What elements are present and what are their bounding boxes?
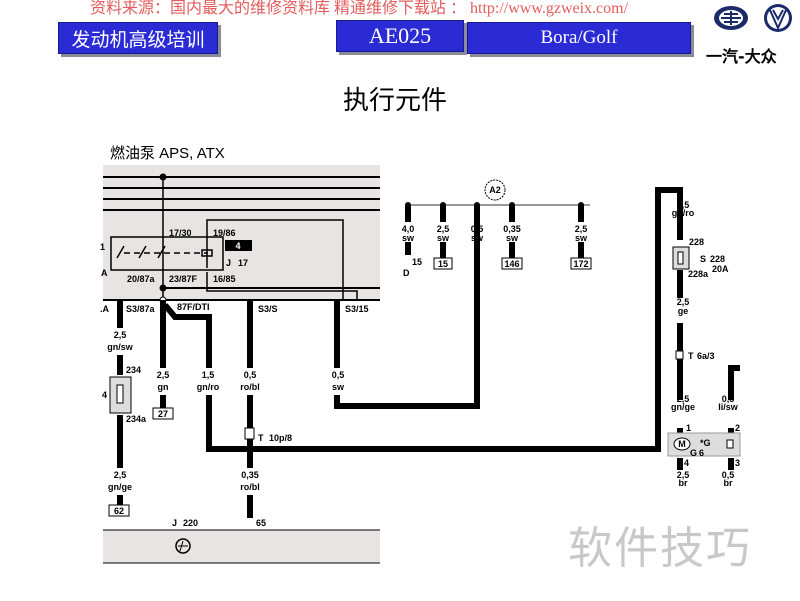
wire-size: 2,5 bbox=[157, 370, 170, 380]
vw-logo-icon bbox=[764, 4, 792, 32]
wire-color: gn/ge bbox=[108, 482, 132, 492]
ecu-pin: 65 bbox=[256, 518, 266, 528]
wire-color: ge bbox=[678, 306, 689, 316]
wire-size: 4,0 bbox=[402, 224, 415, 234]
fuse-sub: 228 bbox=[710, 254, 725, 264]
wire-size: 2,5 bbox=[437, 224, 450, 234]
wire-size: 2,5 bbox=[677, 297, 690, 307]
connector-sub: 6a/3 bbox=[697, 351, 715, 361]
fuse-label: S bbox=[700, 254, 706, 264]
wire-size: 1,5 bbox=[202, 370, 215, 380]
fuse-pin: 228a bbox=[688, 269, 709, 279]
wire-size: 2,5 bbox=[114, 470, 127, 480]
relay-pin: 17/30 bbox=[169, 228, 192, 238]
bus-label: S3/S bbox=[258, 304, 278, 314]
terminal-label: 172 bbox=[573, 259, 588, 269]
bus-label: S3/15 bbox=[345, 304, 369, 314]
fuse-rating: 20A bbox=[712, 264, 729, 274]
relay-sub: 17 bbox=[238, 258, 248, 268]
wire-size: 1,5 bbox=[677, 200, 690, 210]
terminal-label: 62 bbox=[114, 506, 124, 516]
wire-color: sw bbox=[575, 233, 588, 243]
pin-label: 4 bbox=[684, 458, 689, 468]
code-box: AE025 bbox=[336, 20, 464, 52]
wire-size: 0,35 bbox=[241, 470, 259, 480]
relay-pin: 23/87F bbox=[169, 274, 198, 284]
g6-label: G bbox=[690, 448, 697, 458]
fuse-pin: 228 bbox=[689, 237, 704, 247]
course-title-box: 发动机高级培训 bbox=[58, 22, 218, 54]
wire-color: li/sw bbox=[718, 402, 739, 412]
wire-size: 2,5 bbox=[677, 394, 690, 404]
fuse-pin: 234a bbox=[126, 414, 147, 424]
brand-text: 一汽-大众 bbox=[706, 47, 777, 66]
wire-size: 2,5 bbox=[114, 330, 127, 340]
terminal-label: 27 bbox=[158, 409, 168, 419]
bus-label: 87F/DTI bbox=[177, 302, 210, 312]
g6-sub: 6 bbox=[699, 448, 704, 458]
relay-label: J bbox=[226, 258, 231, 268]
wire-color: sw bbox=[332, 382, 345, 392]
wire-size: 0,5 bbox=[244, 370, 257, 380]
bus-label: S3/87a bbox=[126, 304, 156, 314]
wire-color: gn/ge bbox=[671, 402, 695, 412]
g-label: *G bbox=[700, 438, 711, 448]
ecu-symbol-icon bbox=[175, 538, 191, 554]
wire-size: 0,5 bbox=[332, 370, 345, 380]
ecu-label: J bbox=[172, 518, 177, 528]
wire-color: gn/ro bbox=[197, 382, 220, 392]
sensor-icon bbox=[726, 439, 734, 449]
wire-color: br bbox=[724, 478, 733, 488]
wire-color: sw bbox=[506, 233, 519, 243]
d-label: D bbox=[403, 268, 410, 278]
wire-size: 0,5 bbox=[722, 394, 735, 404]
terminal-label: 146 bbox=[504, 259, 519, 269]
fuse-pin: 234 bbox=[126, 365, 141, 375]
wire-color: sw bbox=[471, 233, 484, 243]
relay-mark: A bbox=[101, 268, 108, 278]
wire-color: gn/sw bbox=[107, 342, 134, 352]
connector-sub: 10p/8 bbox=[269, 433, 292, 443]
relay-pin: 19/86 bbox=[213, 228, 236, 238]
ecu-sub: 220 bbox=[183, 518, 198, 528]
diagram-subtitle: 燃油泵 APS, ATX bbox=[110, 145, 225, 162]
relay-badge: 4 bbox=[235, 241, 240, 251]
faw-logo-icon bbox=[714, 6, 748, 30]
pin-label: 2 bbox=[735, 423, 740, 433]
model-box: Bora/Golf bbox=[467, 22, 691, 54]
pin-label: 1 bbox=[686, 423, 691, 433]
relay-pin: 20/87a bbox=[127, 274, 156, 284]
wire-color: sw bbox=[437, 233, 450, 243]
terminal-label: 15 bbox=[438, 259, 448, 269]
wire-size: 0,35 bbox=[503, 224, 521, 234]
motor-icon bbox=[673, 437, 691, 451]
connector-label: T bbox=[688, 351, 694, 361]
wire-color: sw bbox=[402, 233, 415, 243]
wire-color: gn bbox=[158, 382, 169, 392]
pin-label: 3 bbox=[735, 458, 740, 468]
connector-label: T bbox=[258, 433, 264, 443]
bus-label: .A bbox=[100, 304, 110, 314]
page-title: 执行元件 bbox=[342, 86, 447, 116]
wire-size: 0,5 bbox=[471, 224, 484, 234]
connector-icon bbox=[244, 427, 255, 440]
wire-size: 2,5 bbox=[575, 224, 588, 234]
corner-watermark: 软件技巧 bbox=[568, 523, 752, 574]
motor-label: M bbox=[678, 439, 686, 449]
watermark-text: 资料来源：国内最大的维修资料库 精通维修下载站 ： http://www.gzw… bbox=[90, 0, 629, 17]
wire-color: ro/bl bbox=[240, 482, 260, 492]
a2-label: A2 bbox=[489, 185, 501, 195]
wire-color: ro/bl bbox=[240, 382, 260, 392]
relay-pin: 16/85 bbox=[213, 274, 236, 284]
wire-color: gn/ro bbox=[672, 208, 695, 218]
fuse-mark: 4 bbox=[102, 390, 107, 400]
d-pin: 15 bbox=[412, 257, 422, 267]
connector-icon bbox=[675, 350, 684, 360]
wire-size: 0,5 bbox=[722, 470, 735, 480]
wire-size: 2,5 bbox=[677, 470, 690, 480]
relay-mark: 1 bbox=[100, 242, 105, 252]
wire-color: br bbox=[679, 478, 688, 488]
